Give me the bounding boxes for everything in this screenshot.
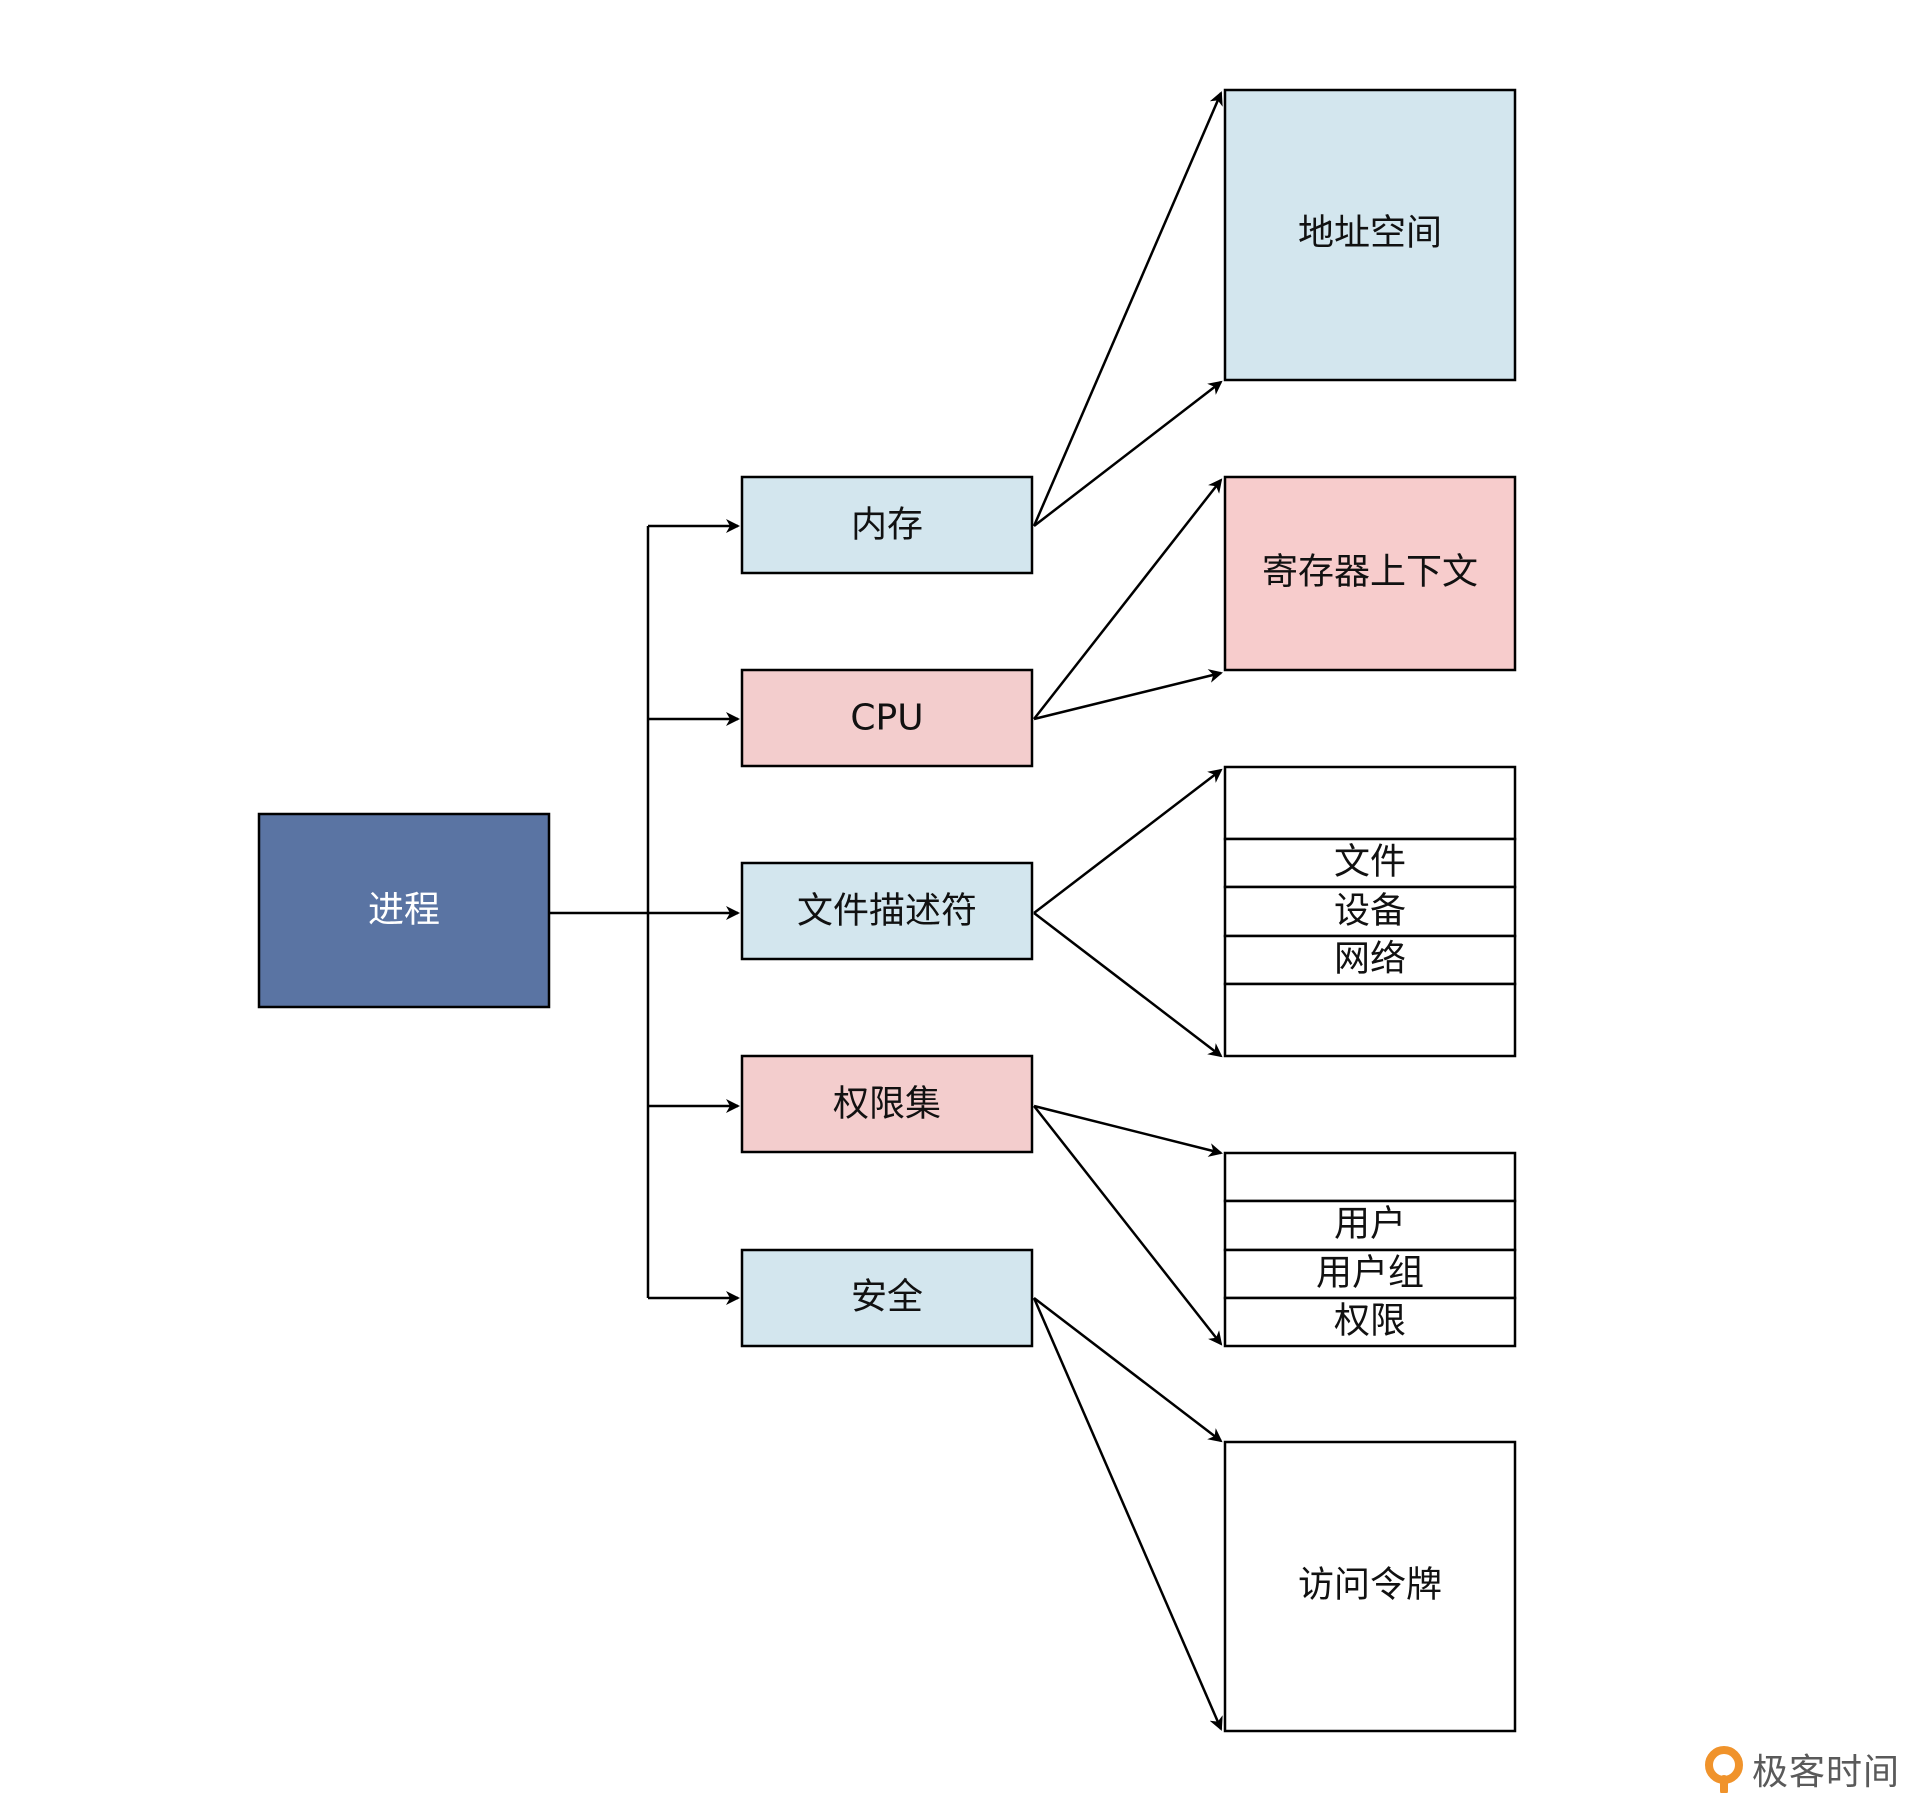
node-address-space-box xyxy=(1223,88,1517,382)
fd-table: 文件 设备 网络 xyxy=(1223,765,1517,1058)
perm-table-row-2 xyxy=(1223,1199,1517,1252)
node-process-box xyxy=(257,812,551,1009)
node-cpu-label: CPU xyxy=(850,698,923,739)
perm-table-row-group: 用户组 xyxy=(1316,1253,1424,1294)
node-perm-box xyxy=(740,1054,1034,1154)
edge-cpu-to-register-bottom xyxy=(1033,669,1223,721)
node-cpu-box xyxy=(740,668,1034,768)
node-register-context-label: 寄存器上下文 xyxy=(1262,552,1478,593)
perm-table-row-3 xyxy=(1223,1248,1517,1300)
node-access-token-box xyxy=(1223,1440,1517,1733)
edge-security-to-token-top xyxy=(1033,1297,1223,1443)
node-register-context-box xyxy=(1223,475,1517,672)
detail-edges xyxy=(1032,91,1223,1731)
geektime-watermark-text: 极客时间 xyxy=(1751,1752,1900,1793)
node-process-label: 进程 xyxy=(368,890,440,931)
process-edges xyxy=(550,519,740,1305)
fd-table-row-1 xyxy=(1223,765,1517,841)
node-security-label: 安全 xyxy=(851,1277,923,1318)
node-fd-box xyxy=(740,861,1034,961)
node-address-space: 地址空间 xyxy=(1223,88,1517,382)
edge-perm-to-table-bottom xyxy=(1033,1105,1223,1346)
node-memory: 内存 xyxy=(740,475,1034,575)
perm-table-row-1 xyxy=(1223,1151,1517,1203)
perm-table-row-user: 用户 xyxy=(1334,1204,1406,1245)
fd-table-row-3 xyxy=(1223,885,1517,938)
node-access-token-label: 访问令牌 xyxy=(1298,1565,1442,1606)
node-fd: 文件描述符 xyxy=(740,861,1034,961)
edge-security-to-token-bottom xyxy=(1032,1297,1223,1731)
node-cpu: CPU xyxy=(740,668,1034,768)
fd-table-row-device: 设备 xyxy=(1334,891,1406,932)
node-security-box xyxy=(740,1248,1034,1348)
node-fd-label: 文件描述符 xyxy=(797,891,977,932)
node-perm-label: 权限集 xyxy=(833,1084,941,1125)
perm-table-row-permission: 权限 xyxy=(1334,1301,1406,1342)
fd-table-row-file: 文件 xyxy=(1334,842,1406,883)
edge-fd-to-table-bottom xyxy=(1033,912,1223,1058)
edge-perm-to-table-top xyxy=(1033,1104,1223,1157)
node-register-context: 寄存器上下文 xyxy=(1223,475,1517,672)
node-access-token: 访问令牌 xyxy=(1223,1440,1517,1733)
node-security: 安全 xyxy=(740,1248,1034,1348)
edge-memory-to-address-top xyxy=(1032,91,1223,527)
fd-table-row-network: 网络 xyxy=(1334,939,1406,980)
fd-table-row-5 xyxy=(1223,982,1517,1058)
node-perm: 权限集 xyxy=(740,1054,1034,1154)
perm-table-row-4 xyxy=(1223,1296,1517,1348)
node-memory-box xyxy=(740,475,1034,575)
perm-table: 用户 用户组 权限 xyxy=(1223,1151,1517,1348)
edge-fd-to-table-top xyxy=(1033,768,1223,914)
geektime-watermark: 极客时间 xyxy=(1702,1743,1900,1795)
node-process: 进程 xyxy=(257,812,551,1009)
node-memory-label: 内存 xyxy=(851,505,923,546)
geektime-logo-icon xyxy=(1704,1746,1743,1793)
node-address-space-label: 地址空间 xyxy=(1298,213,1442,254)
edge-cpu-to-register-top xyxy=(1033,478,1223,720)
edge-memory-to-address-bottom xyxy=(1033,380,1223,527)
